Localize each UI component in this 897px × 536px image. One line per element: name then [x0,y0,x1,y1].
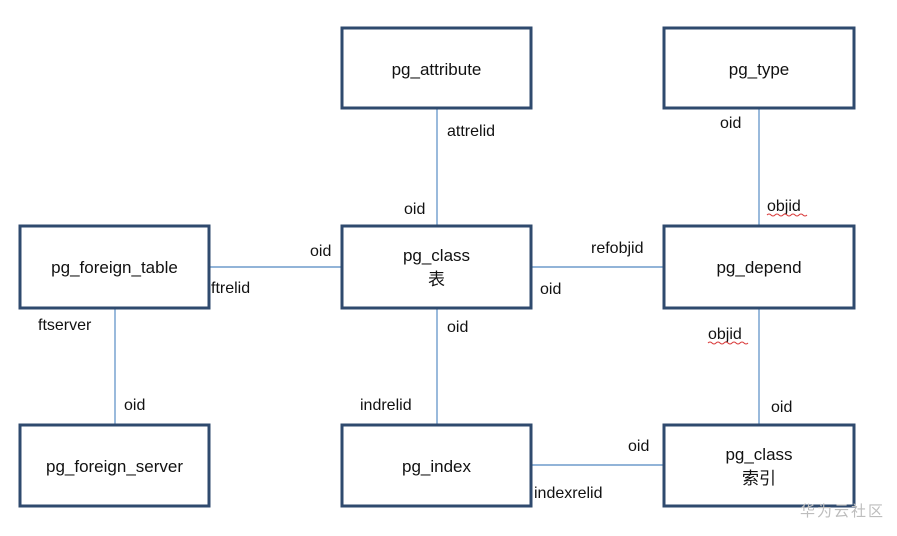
spellcheck-underline-objid-bottom [707,341,749,345]
box-pg-foreign-server-title: pg_foreign_server [46,457,183,476]
box-pg-index: pg_index [340,423,533,508]
label-indexrelid: indexrelid [534,485,602,502]
box-pg-attribute: pg_attribute [340,26,533,110]
label-oid-foreign-server: oid [124,397,145,414]
box-pg-class-table-subtitle: 表 [428,270,445,289]
box-pg-foreign-table-title: pg_foreign_table [51,258,178,277]
label-oid-class-index-top: oid [771,399,792,416]
label-oid-class-bottom: oid [447,319,468,336]
label-oid-class-index-left: oid [628,438,649,455]
spellcheck-underline-objid-top [766,213,808,217]
box-pg-class-table-title: pg_class [403,246,470,265]
box-pg-foreign-table: pg_foreign_table [18,224,211,310]
label-oid-class-left: oid [310,243,331,260]
box-pg-depend-title: pg_depend [716,258,801,277]
label-ftrelid: ftrelid [211,280,250,297]
box-pg-class-index-subtitle: 索引 [742,469,776,488]
label-indrelid: indrelid [360,397,412,414]
box-pg-type-title: pg_type [729,60,790,79]
label-refobjid: refobjid [591,240,643,257]
label-oid-class-right: oid [540,281,561,298]
box-pg-class-table: pg_class 表 [340,224,533,310]
label-objid-top: objid [767,198,801,215]
watermark-text: 华为云社区 [800,502,885,520]
box-pg-class-index: pg_class 索引 [662,423,856,508]
box-pg-type: pg_type [662,26,856,110]
label-oid-type: oid [720,115,741,132]
box-pg-index-title: pg_index [402,457,472,476]
label-objid-bottom: objid [708,326,742,343]
box-pg-foreign-server: pg_foreign_server [18,423,211,508]
box-pg-attribute-title: pg_attribute [392,60,482,79]
label-ftserver: ftserver [38,317,92,334]
box-pg-depend: pg_depend [662,224,856,310]
label-oid-class-top: oid [404,201,425,218]
label-attrelid: attrelid [447,123,495,140]
box-pg-class-index-title: pg_class [725,445,792,464]
